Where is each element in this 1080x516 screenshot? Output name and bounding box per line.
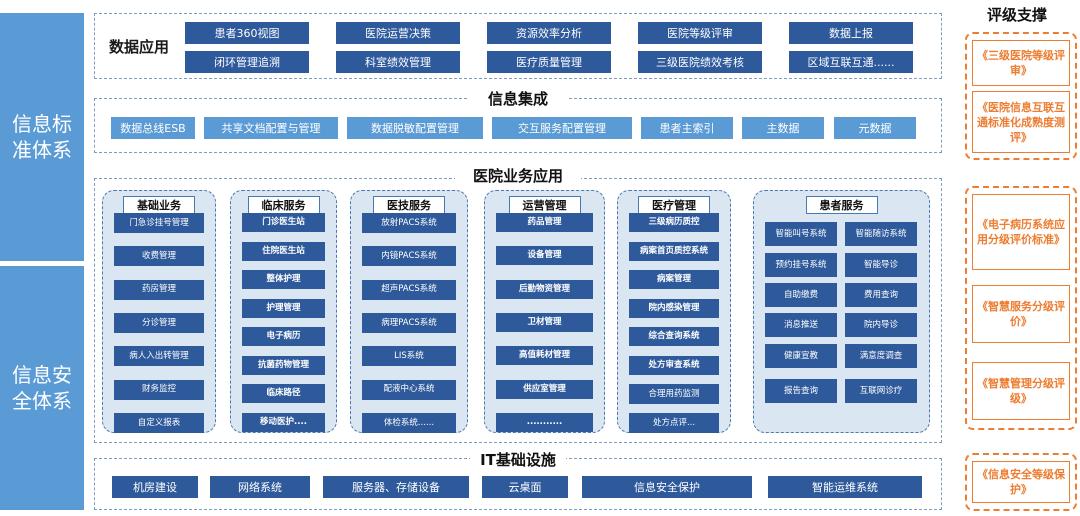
integration-item[interactable]: 数据总线ESB: [111, 117, 195, 139]
info-standard-label: 信息标准体系: [12, 112, 72, 162]
hospital-title: 医院业务应用: [455, 165, 581, 185]
service-item[interactable]: 智能随访系统: [845, 222, 917, 246]
rating-item: 《智慧服务分级评价》: [972, 285, 1070, 343]
service-item[interactable]: 分诊管理: [114, 313, 204, 333]
service-item[interactable]: 药房管理: [114, 279, 204, 300]
service-item[interactable]: 放射PACS系统: [362, 213, 456, 233]
rating-group-3: [965, 453, 1077, 511]
service-item[interactable]: 整体护理: [242, 270, 325, 290]
service-item[interactable]: 财务监控: [114, 379, 204, 400]
service-item[interactable]: 费用查询: [845, 283, 917, 307]
data-app-item[interactable]: 数据上报: [789, 22, 913, 44]
rating-item: 《三级医院等级评审》: [972, 40, 1070, 86]
service-item[interactable]: 预约挂号系统: [765, 253, 837, 277]
data-app-item[interactable]: 医疗质量管理: [487, 51, 611, 73]
integration-item[interactable]: 元数据: [834, 117, 916, 139]
service-item[interactable]: 合理用药监测: [629, 384, 719, 405]
service-item[interactable]: 处方审查系统: [629, 355, 719, 375]
service-item[interactable]: 超声PACS系统: [362, 279, 456, 300]
service-item[interactable]: 处方点评...: [629, 413, 719, 433]
data-app-item[interactable]: 医院等级评审: [638, 22, 762, 44]
info-security-label: 信息安全体系: [12, 363, 72, 413]
column-header: 临床服务: [247, 196, 320, 214]
data-app-section: [94, 13, 942, 79]
service-item[interactable]: 设备管理: [496, 246, 593, 266]
service-item[interactable]: 病案首页质控系统: [629, 241, 719, 261]
service-item[interactable]: 卫材管理: [496, 313, 593, 332]
service-item[interactable]: ...........: [496, 413, 593, 432]
data-app-item[interactable]: 区域互联互通......: [789, 51, 913, 73]
rating-item: 《医院信息互联互通标准化成熟度测评》: [972, 91, 1070, 153]
service-item[interactable]: 病人入出转管理: [114, 346, 204, 367]
service-item[interactable]: 病理PACS系统: [362, 313, 456, 333]
data-app-item[interactable]: 三级医院绩效考核: [638, 51, 762, 73]
service-item[interactable]: 住院医生站: [242, 241, 325, 261]
integration-item[interactable]: 数据脱敏配置管理: [347, 117, 483, 139]
service-item[interactable]: 配液中心系统: [362, 379, 456, 400]
column-header: 医技服务: [373, 196, 445, 214]
infra-item[interactable]: 网络系统: [210, 476, 310, 498]
service-item[interactable]: 电子病历: [242, 327, 325, 347]
service-item[interactable]: 移动医护....: [242, 413, 325, 432]
rating-item: 《智慧管理分级评级》: [972, 362, 1070, 420]
rating-title: 评级支撑: [986, 5, 1047, 24]
service-item[interactable]: 临床路径: [242, 384, 325, 404]
integration-item[interactable]: 主数据: [742, 117, 824, 139]
service-item[interactable]: 消息推送: [765, 313, 837, 337]
infra-item[interactable]: 服务器、存储设备: [323, 476, 469, 498]
data-app-item[interactable]: 患者360视图: [185, 22, 309, 44]
integration-title: 信息集成: [468, 88, 568, 108]
data-app-item[interactable]: 资源效率分析: [487, 22, 611, 44]
column-header: 基础业务: [123, 196, 195, 214]
service-item[interactable]: 自助缴费: [765, 283, 837, 307]
data-app-title: 数据应用: [108, 37, 169, 56]
column-header: 患者服务: [805, 196, 878, 214]
data-app-item[interactable]: 医院运营决策: [336, 22, 460, 44]
service-item[interactable]: 门急诊挂号管理: [114, 213, 204, 233]
service-item[interactable]: 门诊医生站: [242, 213, 325, 232]
rating-item: 《信息安全等级保护》: [972, 461, 1070, 503]
service-item[interactable]: 三级病历质控: [629, 213, 719, 232]
info-standard-system: 信息标准体系: [0, 13, 84, 261]
integration-item[interactable]: 共享文档配置与管理: [204, 117, 338, 139]
infra-title: IT基础设施: [470, 450, 566, 469]
service-item[interactable]: 院内感染管理: [629, 298, 719, 318]
service-item[interactable]: 药品管理: [496, 213, 593, 232]
infra-item[interactable]: 智能运维系统: [768, 476, 922, 498]
service-item[interactable]: 满意度调查: [845, 344, 917, 368]
infra-item[interactable]: 机房建设: [112, 476, 198, 498]
service-item[interactable]: 互联网诊疗: [845, 379, 917, 403]
service-item[interactable]: 报告查询: [765, 379, 837, 403]
rating-group-2: [965, 186, 1077, 430]
service-item[interactable]: LIS系统: [362, 346, 456, 367]
service-item[interactable]: 病案管理: [629, 270, 719, 290]
service-item[interactable]: 高值耗材管理: [496, 346, 593, 366]
service-item[interactable]: 体检系统......: [362, 413, 456, 433]
service-item[interactable]: 护理管理: [242, 298, 325, 318]
service-item[interactable]: 后勤物资管理: [496, 279, 593, 299]
infra-item[interactable]: 云桌面: [482, 476, 568, 498]
service-item[interactable]: 院内导诊: [845, 313, 917, 337]
service-item[interactable]: 收费管理: [114, 246, 204, 267]
infra-item[interactable]: 信息安全保护: [582, 476, 752, 498]
info-security-system: 信息安全体系: [0, 266, 84, 510]
data-app-item[interactable]: 闭环管理追溯: [185, 51, 309, 73]
service-item[interactable]: 综合查询系统: [629, 327, 719, 347]
rating-item: 《电子病历系统应用分级评价标准》: [972, 194, 1070, 270]
service-item[interactable]: 健康宣教: [765, 344, 837, 368]
data-app-item[interactable]: 科室绩效管理: [336, 51, 460, 73]
integration-item[interactable]: 交互服务配置管理: [492, 117, 632, 139]
service-item[interactable]: 智能叫号系统: [765, 222, 837, 246]
service-item[interactable]: 智能导诊: [845, 253, 917, 277]
service-item[interactable]: 抗菌药物管理: [242, 355, 325, 375]
integration-item[interactable]: 患者主索引: [641, 117, 733, 139]
service-item[interactable]: 内镜PACS系统: [362, 246, 456, 267]
column-header: 运营管理: [508, 196, 581, 214]
service-item[interactable]: 自定义报表: [114, 413, 204, 433]
column-header: 医疗管理: [638, 196, 710, 214]
service-item[interactable]: 供应室管理: [496, 379, 593, 399]
rating-group-1: [965, 32, 1077, 160]
